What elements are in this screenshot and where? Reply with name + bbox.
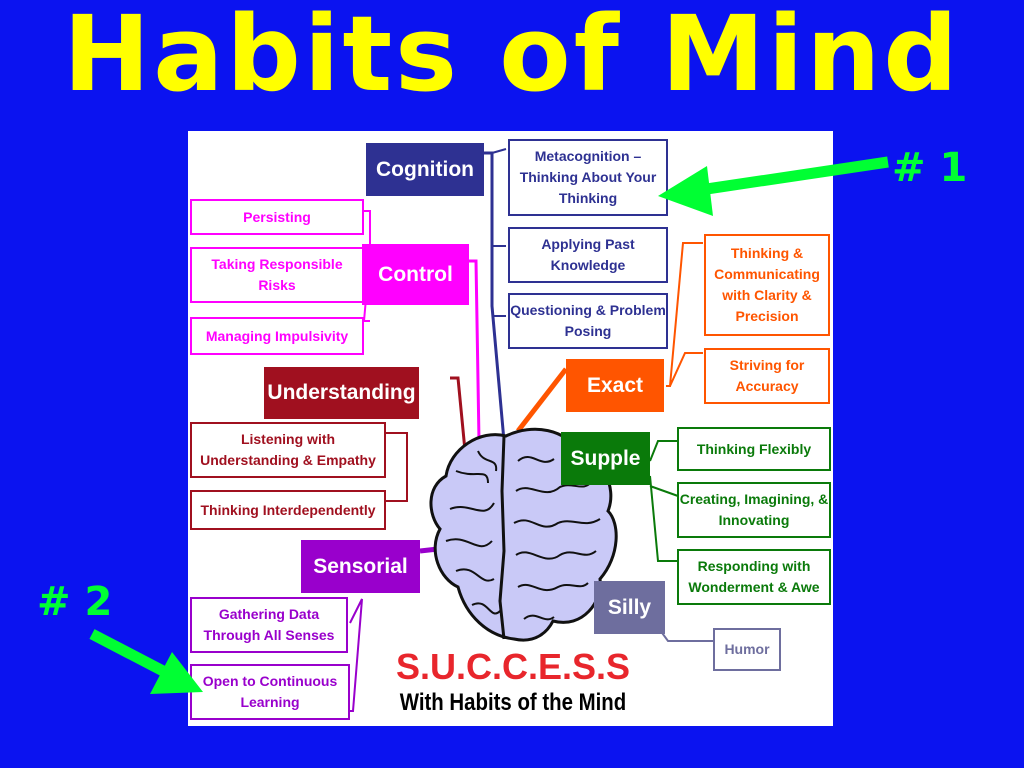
habit-creating-imagining-innovating: Creating, Imagining, & Innovating <box>677 482 831 538</box>
habit-persisting: Persisting <box>190 199 364 235</box>
habit-striving-for-accuracy: Striving for Accuracy <box>704 348 830 404</box>
slide-title: Habits of Mind <box>63 0 961 115</box>
habit-open-to-continuous-learning: Open to Continuous Learning <box>190 664 350 720</box>
marker-2-label: # 2 <box>37 579 113 625</box>
category-control: Control <box>362 244 469 305</box>
connector-lines <box>349 148 713 712</box>
category-understanding: Understanding <box>264 367 419 419</box>
habit-applying-past-knowledge: Applying Past Knowledge <box>508 227 668 283</box>
category-cognition: Cognition <box>366 143 484 196</box>
arrow-2 <box>89 629 203 694</box>
habit-humor: Humor <box>713 628 781 671</box>
arrow-1 <box>658 156 889 216</box>
category-exact: Exact <box>566 359 664 412</box>
category-silly: Silly <box>594 581 665 634</box>
habit-metacognition: Metacognition – Thinking About Your Thin… <box>508 139 668 216</box>
marker-1-label: # 1 <box>892 145 968 191</box>
habits-diagram: Cognition Control Understanding Sensoria… <box>188 131 833 726</box>
habit-listening-with-empathy: Listening with Understanding & Empathy <box>190 422 386 478</box>
habit-taking-responsible-risks: Taking Responsible Risks <box>190 247 364 303</box>
habit-thinking-interdependently: Thinking Interdependently <box>190 490 386 530</box>
category-supple: Supple <box>561 432 650 485</box>
habit-gathering-data: Gathering Data Through All Senses <box>190 597 348 653</box>
habit-thinking-flexibly: Thinking Flexibly <box>677 427 831 471</box>
success-acronym: S.U.C.C.E.S.S <box>395 646 631 687</box>
habit-questioning-problem-posing: Questioning & Problem Posing <box>508 293 668 349</box>
habit-clarity-precision: Thinking & Communicating with Clarity & … <box>704 234 830 336</box>
habit-managing-impulsivity: Managing Impulsivity <box>190 317 364 355</box>
success-subtitle: With Habits of the Mind <box>399 689 627 716</box>
habit-wonderment-awe: Responding with Wonderment & Awe <box>677 549 831 605</box>
category-sensorial: Sensorial <box>301 540 420 593</box>
